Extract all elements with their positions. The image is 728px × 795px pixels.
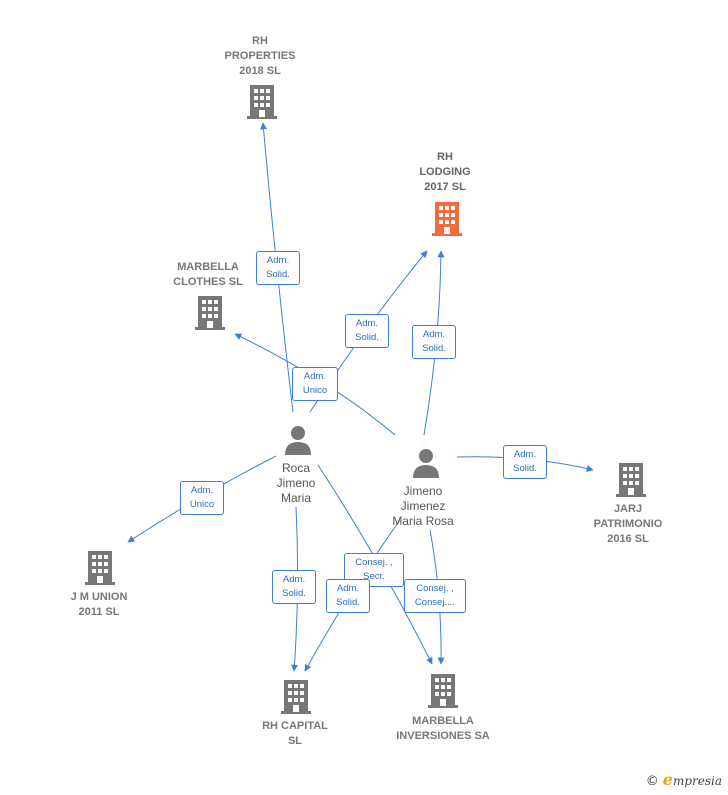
edge-label-adm-solid[interactable]: Adm. Solid. xyxy=(256,251,300,285)
building-icon[interactable] xyxy=(432,202,462,236)
person-label-jimeno: Jimeno Jimenez Maria Rosa xyxy=(392,484,454,528)
building-icon[interactable] xyxy=(195,296,225,330)
copyright-symbol: © xyxy=(645,774,659,789)
company-label-marbella-inversiones: MARBELLA INVERSIONES SA xyxy=(396,715,490,742)
empresia-brand: ©empresia xyxy=(646,770,722,789)
edge-label-adm-solid[interactable]: Adm. Solid. xyxy=(326,579,370,613)
company-label-rh-capital: RH CAPITAL SL xyxy=(262,720,328,747)
brand-initial: e xyxy=(662,770,673,789)
edge-label-adm-solid[interactable]: Adm. Solid. xyxy=(345,314,389,348)
person-icon[interactable] xyxy=(284,425,312,455)
brand-name: mpresia xyxy=(672,774,722,788)
edge-label-consej-secr[interactable]: Consej. , Secr. xyxy=(344,553,404,587)
building-icon[interactable] xyxy=(85,551,115,585)
company-label-jarj-patrimonio: JARJ PATRIMONIO 2016 SL xyxy=(593,503,663,545)
building-icon[interactable] xyxy=(616,463,646,497)
edge-label-adm-unico[interactable]: Adm. Unico xyxy=(180,481,224,515)
company-label-jm-union: J M UNION 2011 SL xyxy=(70,591,128,618)
edge-label-adm-solid[interactable]: Adm. Solid. xyxy=(412,325,456,359)
building-icon[interactable] xyxy=(281,680,311,714)
edge-label-adm-solid[interactable]: Adm. Solid. xyxy=(503,445,547,479)
company-label-rh-lodging: RH LODGING 2017 SL xyxy=(419,151,471,193)
edge-label-adm-unico[interactable]: Adm. Unico xyxy=(292,367,338,401)
company-label-rh-properties: RH PROPERTIES 2018 SL xyxy=(224,35,296,77)
person-label-roca: Roca Jimeno Maria xyxy=(276,461,316,505)
edge-label-consej-consej[interactable]: Consej. , Consej.... xyxy=(404,579,466,613)
building-icon[interactable] xyxy=(428,674,458,708)
building-icon[interactable] xyxy=(247,85,277,119)
edge-label-adm-solid[interactable]: Adm. Solid. xyxy=(272,570,316,604)
person-icon[interactable] xyxy=(412,448,440,478)
company-label-marbella-clothes: MARBELLA CLOTHES SL xyxy=(173,261,243,288)
